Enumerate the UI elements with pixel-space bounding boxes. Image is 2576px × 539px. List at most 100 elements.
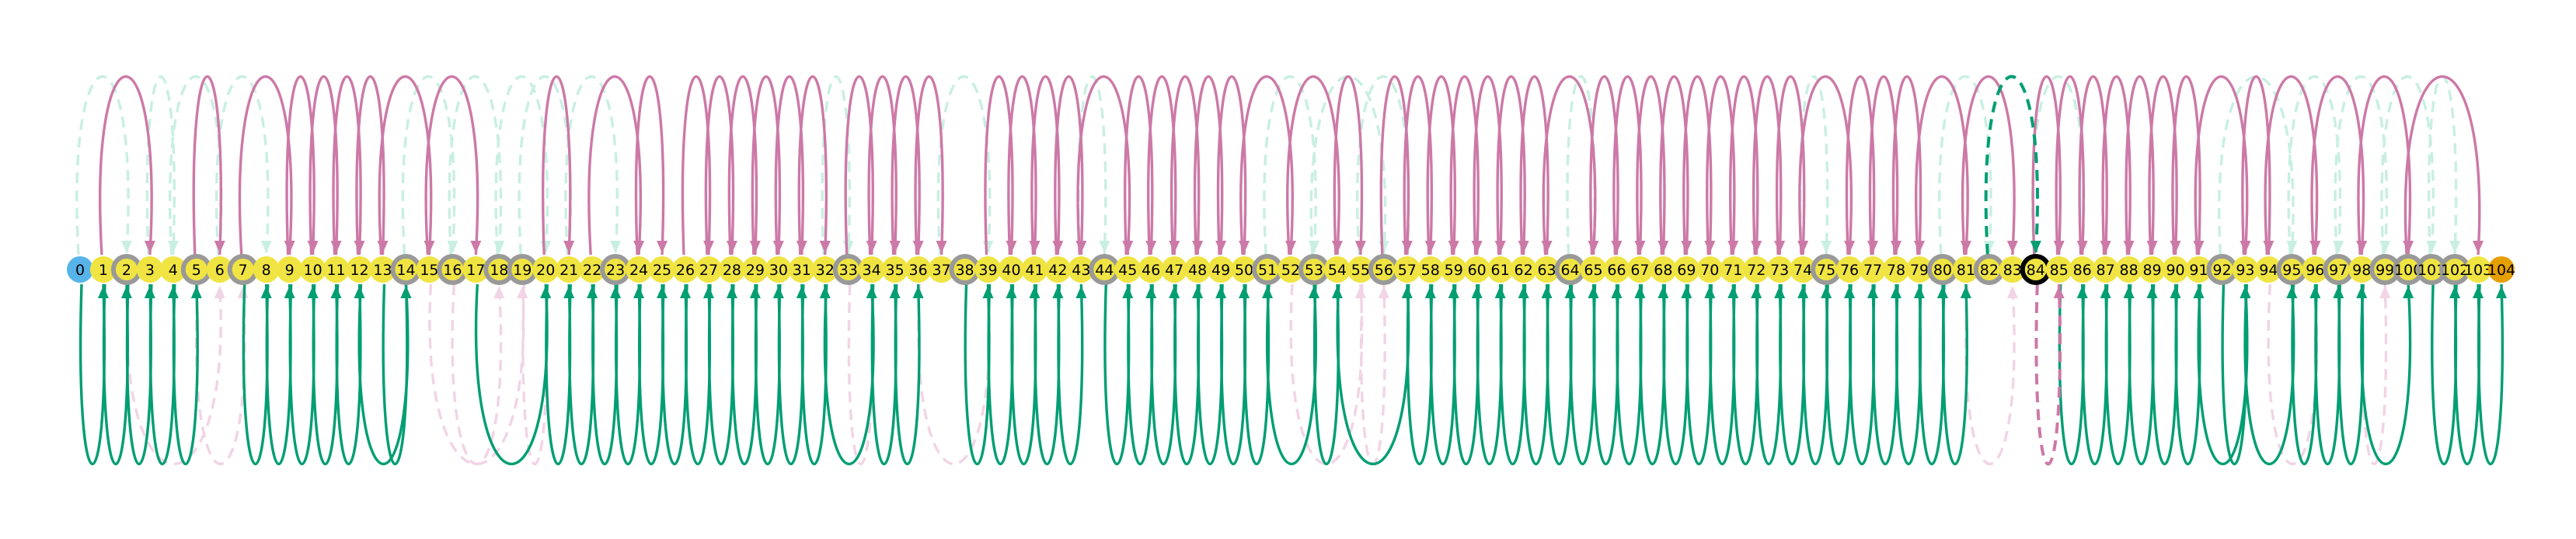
node-81[interactable]: 81 <box>1952 256 1979 283</box>
node-24[interactable]: 24 <box>626 256 653 283</box>
node-14[interactable]: 14 <box>390 254 422 285</box>
node-9[interactable]: 9 <box>276 256 303 283</box>
node-58[interactable]: 58 <box>1417 256 1444 283</box>
node-11[interactable]: 11 <box>322 256 350 283</box>
node-71[interactable]: 71 <box>1720 256 1747 283</box>
node-53[interactable]: 53 <box>1298 254 1330 285</box>
node-35[interactable]: 35 <box>881 256 908 283</box>
node-57[interactable]: 57 <box>1393 256 1420 283</box>
node-26[interactable]: 26 <box>672 256 699 283</box>
node-63[interactable]: 63 <box>1533 256 1560 283</box>
node-44[interactable]: 44 <box>1089 254 1121 285</box>
node-15[interactable]: 15 <box>416 256 443 283</box>
node-38[interactable]: 38 <box>949 254 981 285</box>
node-31[interactable]: 31 <box>788 256 815 283</box>
node-39[interactable]: 39 <box>974 256 1002 283</box>
node-41[interactable]: 41 <box>1021 256 1048 283</box>
node-83[interactable]: 83 <box>1999 256 2026 283</box>
node-67[interactable]: 67 <box>1626 256 1654 283</box>
node-27[interactable]: 27 <box>695 256 722 283</box>
node-103[interactable]: 103 <box>2464 256 2492 283</box>
node-62[interactable]: 62 <box>1510 256 1537 283</box>
node-20[interactable]: 20 <box>532 256 559 283</box>
node-59[interactable]: 59 <box>1440 256 1467 283</box>
node-25[interactable]: 25 <box>649 256 676 283</box>
node-76[interactable]: 76 <box>1836 256 1863 283</box>
node-56[interactable]: 56 <box>1368 254 1400 285</box>
node-2[interactable]: 2 <box>110 254 142 285</box>
node-13[interactable]: 13 <box>369 256 396 283</box>
node-51[interactable]: 51 <box>1252 254 1284 285</box>
node-82[interactable]: 82 <box>1973 254 2005 285</box>
node-7[interactable]: 7 <box>227 254 259 285</box>
node-19[interactable]: 19 <box>507 254 539 285</box>
node-45[interactable]: 45 <box>1114 256 1142 283</box>
node-69[interactable]: 69 <box>1673 256 1700 283</box>
node-55[interactable]: 55 <box>1347 256 1374 283</box>
node-28[interactable]: 28 <box>718 256 745 283</box>
node-72[interactable]: 72 <box>1743 256 1770 283</box>
node-68[interactable]: 68 <box>1650 256 1677 283</box>
node-8[interactable]: 8 <box>253 256 280 283</box>
node-92[interactable]: 92 <box>2206 254 2238 285</box>
node-97[interactable]: 97 <box>2323 254 2355 285</box>
node-64[interactable]: 64 <box>1554 254 1586 285</box>
node-98[interactable]: 98 <box>2348 256 2376 283</box>
node-36[interactable]: 36 <box>905 256 932 283</box>
node-21[interactable]: 21 <box>556 256 583 283</box>
node-88[interactable]: 88 <box>2115 256 2142 283</box>
node-89[interactable]: 89 <box>2139 256 2166 283</box>
node-30[interactable]: 30 <box>765 256 792 283</box>
node-6[interactable]: 6 <box>206 256 233 283</box>
node-32[interactable]: 32 <box>811 256 838 283</box>
node-94[interactable]: 94 <box>2255 256 2282 283</box>
node-3[interactable]: 3 <box>136 256 163 283</box>
node-85[interactable]: 85 <box>2045 256 2072 283</box>
node-66[interactable]: 66 <box>1603 256 1630 283</box>
node-37[interactable]: 37 <box>928 256 955 283</box>
node-70[interactable]: 70 <box>1696 256 1724 283</box>
node-87[interactable]: 87 <box>2092 256 2119 283</box>
node-47[interactable]: 47 <box>1161 256 1188 283</box>
node-43[interactable]: 43 <box>1068 256 1095 283</box>
node-78[interactable]: 78 <box>1883 256 1909 283</box>
node-40[interactable]: 40 <box>998 256 1025 283</box>
node-17[interactable]: 17 <box>462 256 490 283</box>
node-29[interactable]: 29 <box>741 256 769 283</box>
node-52[interactable]: 52 <box>1278 256 1304 283</box>
node-33[interactable]: 33 <box>832 254 864 285</box>
node-95[interactable]: 95 <box>2276 254 2308 285</box>
node-12[interactable]: 12 <box>346 256 373 283</box>
node-101[interactable]: 101 <box>2416 254 2448 285</box>
node-0[interactable]: 0 <box>67 256 93 283</box>
node-102[interactable]: 102 <box>2439 254 2471 285</box>
node-34[interactable]: 34 <box>858 256 885 283</box>
node-61[interactable]: 61 <box>1487 256 1514 283</box>
node-90[interactable]: 90 <box>2162 256 2189 283</box>
node-96[interactable]: 96 <box>2302 256 2329 283</box>
node-42[interactable]: 42 <box>1044 256 1072 283</box>
node-49[interactable]: 49 <box>1208 256 1235 283</box>
node-54[interactable]: 54 <box>1323 256 1351 283</box>
node-86[interactable]: 86 <box>2069 256 2096 283</box>
node-75[interactable]: 75 <box>1811 254 1842 285</box>
node-23[interactable]: 23 <box>600 254 632 285</box>
node-50[interactable]: 50 <box>1231 256 1258 283</box>
node-48[interactable]: 48 <box>1184 256 1211 283</box>
node-5[interactable]: 5 <box>180 254 212 285</box>
node-1[interactable]: 1 <box>89 256 117 283</box>
node-77[interactable]: 77 <box>1860 256 1887 283</box>
node-46[interactable]: 46 <box>1138 256 1165 283</box>
node-79[interactable]: 79 <box>1905 256 1933 283</box>
node-93[interactable]: 93 <box>2232 256 2259 283</box>
node-91[interactable]: 91 <box>2185 256 2212 283</box>
node-80[interactable]: 80 <box>1926 254 1958 285</box>
node-4[interactable]: 4 <box>159 256 186 283</box>
node-10[interactable]: 10 <box>299 256 326 283</box>
node-16[interactable]: 16 <box>437 254 469 285</box>
node-104[interactable]: 104 <box>2487 256 2515 283</box>
node-74[interactable]: 74 <box>1790 256 1817 283</box>
node-65[interactable]: 65 <box>1580 256 1607 283</box>
node-84[interactable]: 84 <box>2020 254 2051 285</box>
node-22[interactable]: 22 <box>579 256 606 283</box>
